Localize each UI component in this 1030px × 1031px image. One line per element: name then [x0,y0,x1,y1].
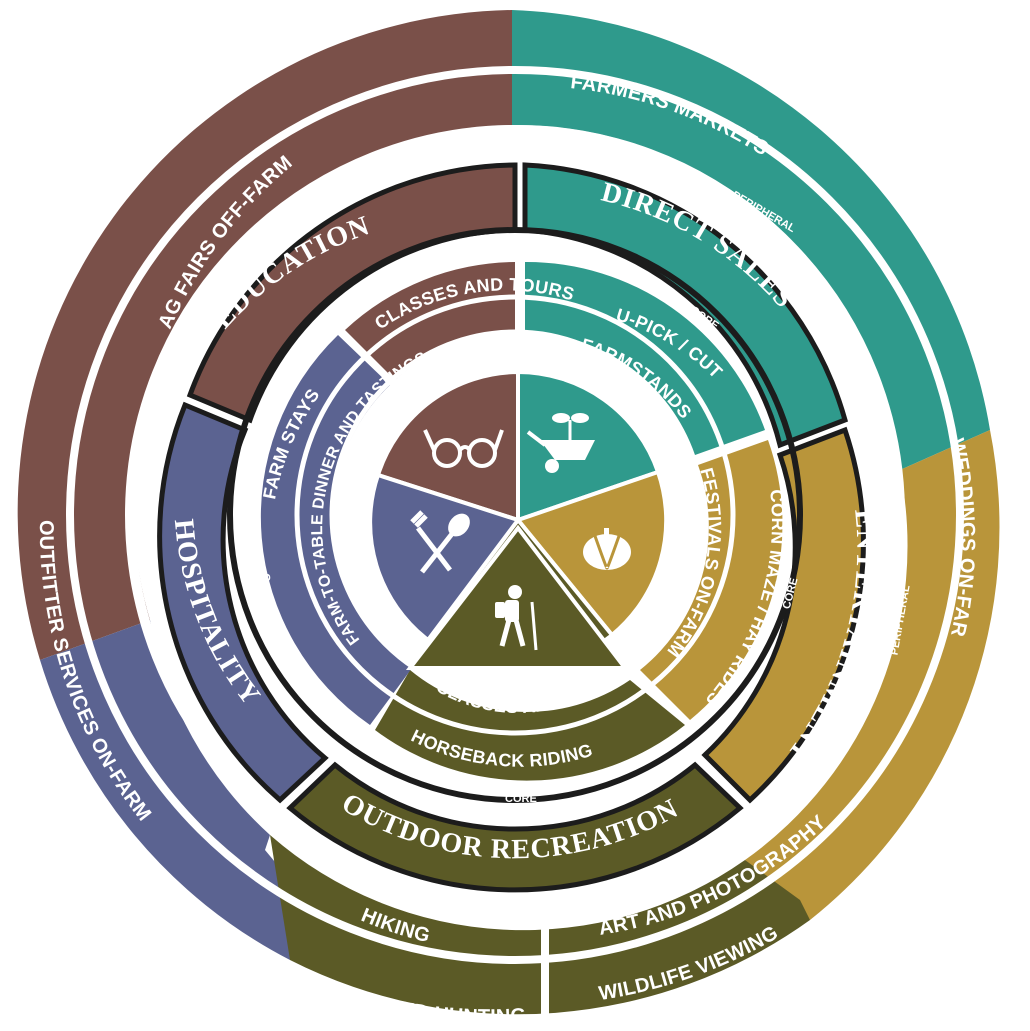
hiker-icon [495,585,538,651]
core-marker-outdoor: CORE [505,793,537,805]
category-ring [157,162,866,893]
peripheral-entertainment-band [745,430,1000,920]
peripheral-outdoor-band [270,835,810,1015]
center-pie [368,369,669,672]
fork-spoon-icon [410,510,470,574]
education-core-band [345,262,515,380]
wheelbarrow-plant-icon [526,413,595,473]
outdoor-core-band [375,670,685,781]
hospitality-core-band [260,335,412,725]
core-marker-hospitality: CORE [257,573,272,606]
peripheral-outer-ring [17,10,1000,1030]
peripheral-marker-outdoor: PERIPHERAL [490,903,561,915]
pumpkin-icon [583,528,631,570]
entertainment-core-band [640,440,783,720]
core-ring [260,261,783,781]
outdoor-category-band [286,761,744,893]
hospitality-pie-slice [368,472,522,643]
education-pie-slice [375,369,520,523]
hospitality-category-band [157,401,329,804]
glasses-icon [423,429,504,468]
